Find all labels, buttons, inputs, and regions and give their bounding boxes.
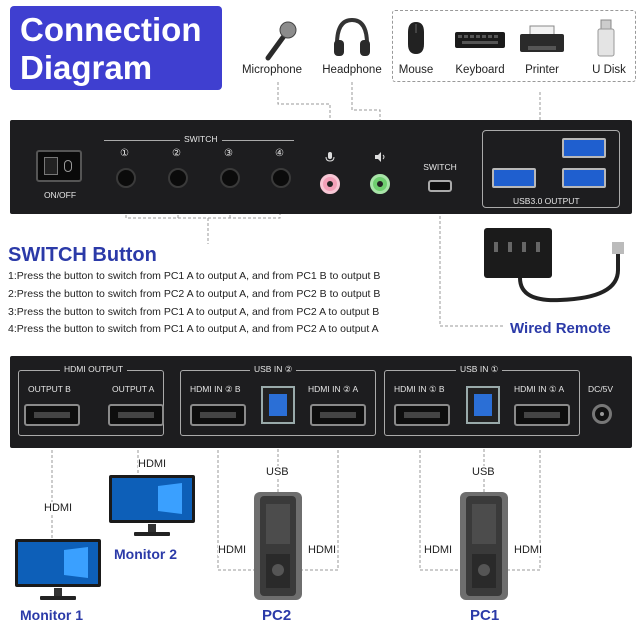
microphone-jack-icon — [324, 150, 336, 162]
wired-remote-label: Wired Remote — [510, 320, 611, 337]
hdmi-label-monitor2: HDMI — [138, 458, 167, 470]
hdmi-in-1a-label: HDMI IN ① A — [514, 384, 565, 394]
switch-number-3: ③ — [224, 148, 233, 159]
hdmi-in-2a-port[interactable] — [310, 404, 366, 426]
usb-in-1-port[interactable] — [466, 386, 500, 424]
headphone-icon — [331, 16, 373, 60]
usb-output-group — [482, 130, 620, 208]
udisk-label: U Disk — [592, 64, 626, 76]
switch-number-4: ④ — [275, 148, 284, 159]
printer-label: Printer — [525, 64, 559, 76]
hdmi-in-2b-label: HDMI IN ② B — [190, 384, 241, 394]
switch-step-2: 2:Press the button to switch from PC2 A … — [8, 288, 381, 300]
hdmi-output-b-port[interactable] — [24, 404, 80, 426]
remote-port-label: SWITCH — [423, 162, 457, 172]
switch-button-2[interactable] — [168, 168, 188, 188]
monitor-2-label: Monitor 2 — [114, 546, 177, 562]
title-line-1: Connection — [20, 11, 202, 48]
switch-step-3: 3:Press the button to switch from PC1 A … — [8, 306, 380, 318]
headphone-label: Headphone — [322, 64, 382, 76]
pc2-tower-icon — [252, 490, 304, 602]
hdmi-label-pc1-a: HDMI — [514, 544, 543, 556]
usb-output-label: USB3.0 OUTPUT — [510, 196, 583, 206]
hdmi-label-pc2-a: HDMI — [308, 544, 337, 556]
usb-label-pc1: USB — [472, 466, 495, 478]
hdmi-label-monitor1: HDMI — [44, 502, 73, 514]
printer-icon — [518, 24, 566, 56]
hdmi-in-2b-port[interactable] — [190, 404, 246, 426]
mouse-icon — [406, 20, 426, 56]
dc-label: DC/5V — [588, 384, 614, 394]
udisk-icon — [596, 18, 616, 58]
hdmi-in-1a-port[interactable] — [514, 404, 570, 426]
switch-button-3[interactable] — [220, 168, 240, 188]
pc2-label: PC2 — [262, 607, 292, 624]
usb-output-port-2[interactable] — [562, 138, 606, 158]
remote-cable — [518, 242, 624, 303]
usb-output-port-1[interactable] — [492, 168, 536, 188]
headphone-jack[interactable] — [370, 174, 390, 194]
hdmi-in-1b-label: HDMI IN ① B — [394, 384, 445, 394]
switch-number-1: ① — [120, 148, 129, 159]
switch-group-label: SWITCH — [180, 134, 222, 144]
switch-section-heading: SWITCH Button — [8, 244, 157, 266]
monitor-1-icon — [14, 538, 102, 602]
hdmi-in-1b-port[interactable] — [394, 404, 450, 426]
power-label: ON/OFF — [43, 190, 77, 200]
keyboard-icon — [454, 30, 506, 50]
output-a-label: OUTPUT A — [112, 384, 155, 394]
mouse-label: Mouse — [398, 64, 434, 76]
hdmi-label-pc1-b: HDMI — [424, 544, 453, 556]
title-line-2: Diagram — [20, 49, 153, 86]
switch-step-4: 4:Press the button to switch from PC1 A … — [8, 323, 379, 335]
microphone-label: Microphone — [241, 64, 303, 76]
usb-output-port-3[interactable] — [562, 168, 606, 188]
hdmi-output-a-port[interactable] — [108, 404, 164, 426]
hdmi-in-2a-label: HDMI IN ② A — [308, 384, 359, 394]
hdmi-label-pc2-b: HDMI — [218, 544, 247, 556]
power-switch[interactable] — [36, 150, 82, 182]
usb-in-2-label: USB IN ② — [250, 364, 297, 375]
hdmi-output-label: HDMI OUTPUT — [60, 364, 128, 374]
microphone-icon — [258, 18, 298, 62]
microphone-jack[interactable] — [320, 174, 340, 194]
output-b-label: OUTPUT B — [28, 384, 71, 394]
switch-button-1[interactable] — [116, 168, 136, 188]
usb-in-1-label: USB IN ① — [456, 364, 503, 375]
pc1-label: PC1 — [470, 607, 500, 624]
dc-power-jack[interactable] — [592, 404, 612, 424]
usb-label-pc2: USB — [266, 466, 289, 478]
monitor-2-icon — [108, 474, 196, 538]
switch-button-4[interactable] — [271, 168, 291, 188]
usb-peripherals-group — [392, 10, 636, 82]
pc1-tower-icon — [458, 490, 510, 602]
monitor-1-label: Monitor 1 — [20, 607, 83, 623]
title-badge: Connection Diagram — [10, 6, 222, 90]
hdmi-output-group — [18, 370, 164, 436]
speaker-jack-icon — [374, 150, 386, 162]
usb-in-2-port[interactable] — [261, 386, 295, 424]
switch-number-2: ② — [172, 148, 181, 159]
keyboard-label: Keyboard — [455, 64, 505, 76]
wired-remote-device — [484, 228, 552, 278]
remote-port[interactable] — [428, 180, 452, 192]
switch-step-1: 1:Press the button to switch from PC1 A … — [8, 270, 381, 282]
